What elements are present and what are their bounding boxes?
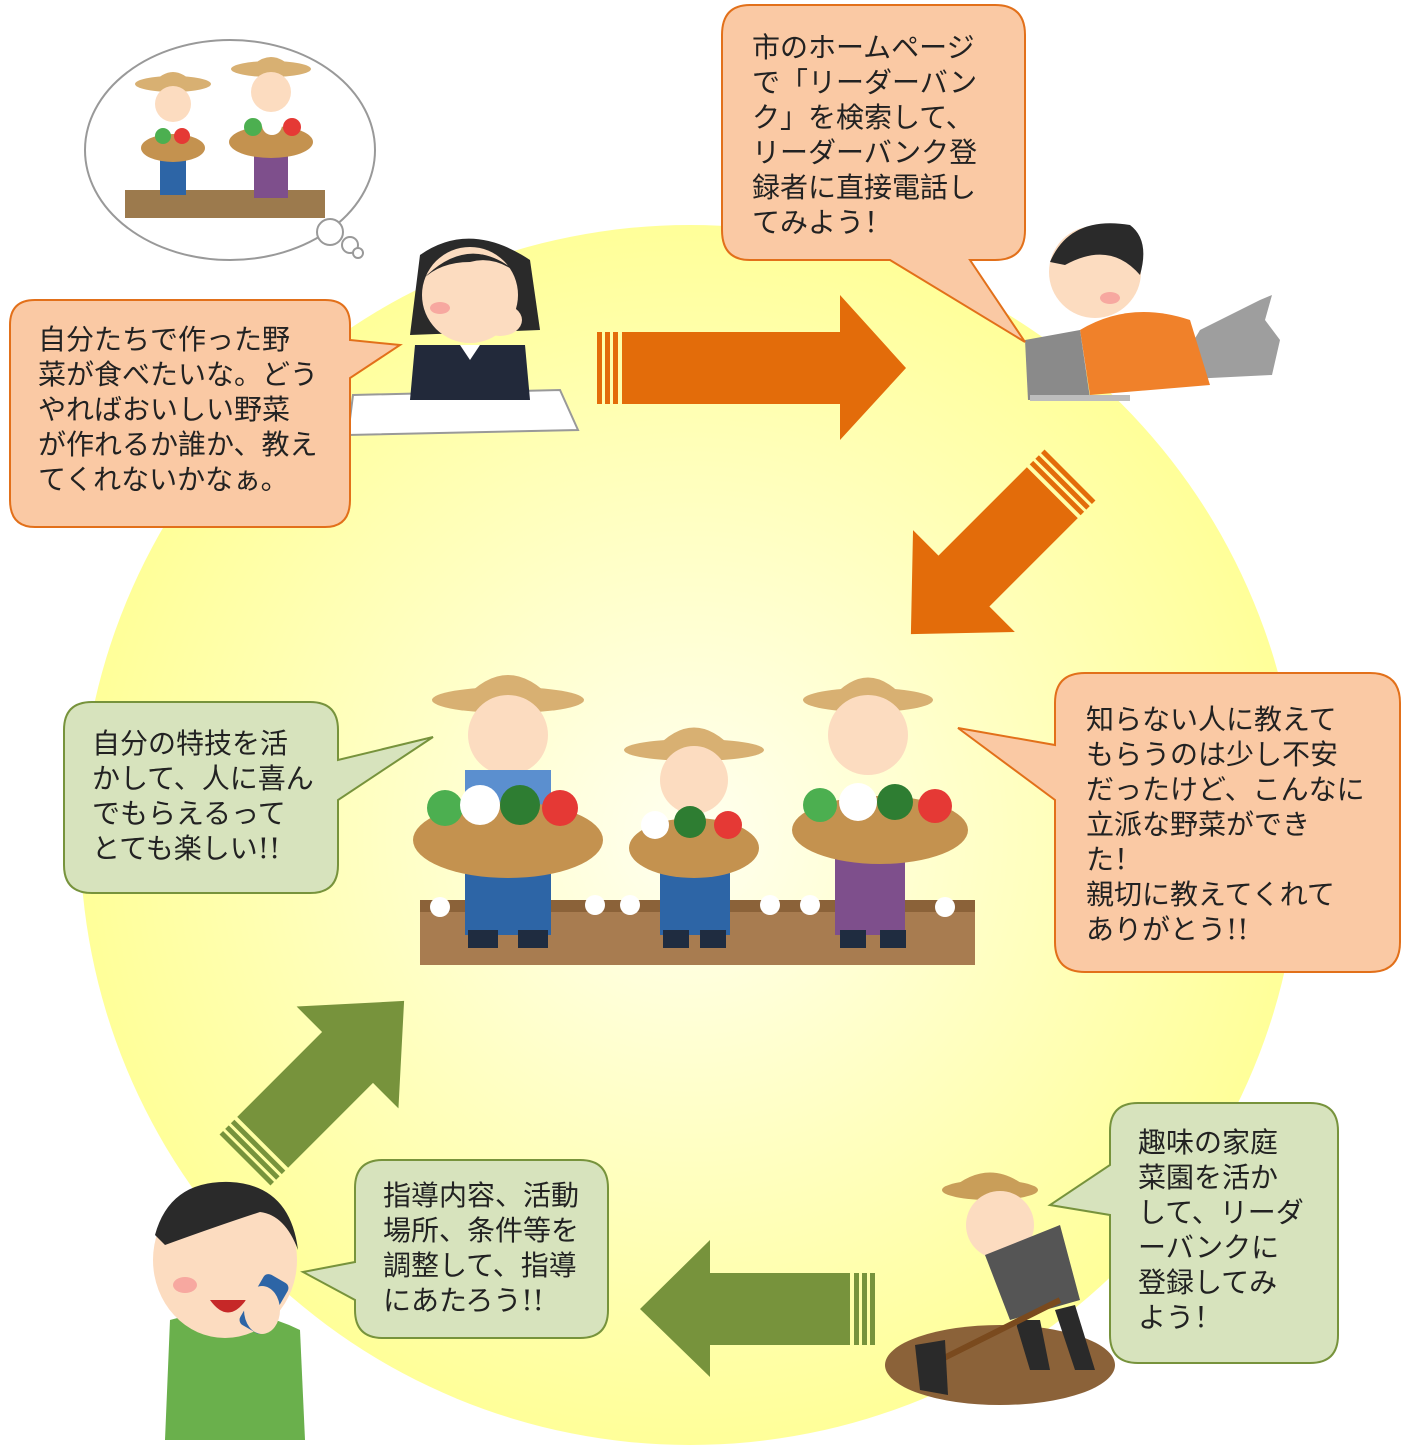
- bubble-joy-shape: [63, 701, 434, 894]
- bubble-thanks-shape: [957, 672, 1401, 973]
- arrow-right-orange: [597, 295, 906, 440]
- bubble-search-shape: [721, 4, 1026, 343]
- bubble-coordinate-text: 指導内容、活動 場所、条件等を 調整して、指導 にあたろう!!: [383, 1179, 580, 1317]
- laptop-woman-icon: [1025, 223, 1280, 401]
- bubble-register-text: 趣味の家庭 菜園を活か して、リーダ ーバンクに 登録してみ よう！: [1138, 1126, 1304, 1334]
- bubble-wish-shape: [9, 299, 403, 528]
- phone-man-icon: [153, 1181, 305, 1440]
- digging-farmer-icon: [885, 1172, 1115, 1405]
- bubble-thanks-text: 知らない人に教えて もらうのは少し不安 だったけど、こんなに 立派な野菜ができ …: [1086, 703, 1365, 946]
- bubble-register-shape: [1047, 1102, 1339, 1364]
- arrow-up-right-green: [219, 1000, 405, 1186]
- bubble-joy-text: 自分の特技を活 かして、人に喜ん でもらえるって とても楽しい!!: [92, 727, 314, 865]
- thought-bubble-farmers-icon: [84, 39, 376, 261]
- arrow-left-green: [640, 1240, 875, 1377]
- bubble-search-text: 市のホームページ で「リーダーバン ク」を検索して、 リーダーバンク登 録者に直…: [752, 31, 978, 239]
- farmer-family-icon: [413, 675, 975, 965]
- bubble-coordinate-shape: [300, 1159, 609, 1339]
- bubble-wish-text: 自分たちで作った野 菜が食べたいな。どう やればおいしい野菜 が作れるか誰か、教…: [38, 323, 319, 496]
- arrow-down-left-orange: [910, 449, 1096, 635]
